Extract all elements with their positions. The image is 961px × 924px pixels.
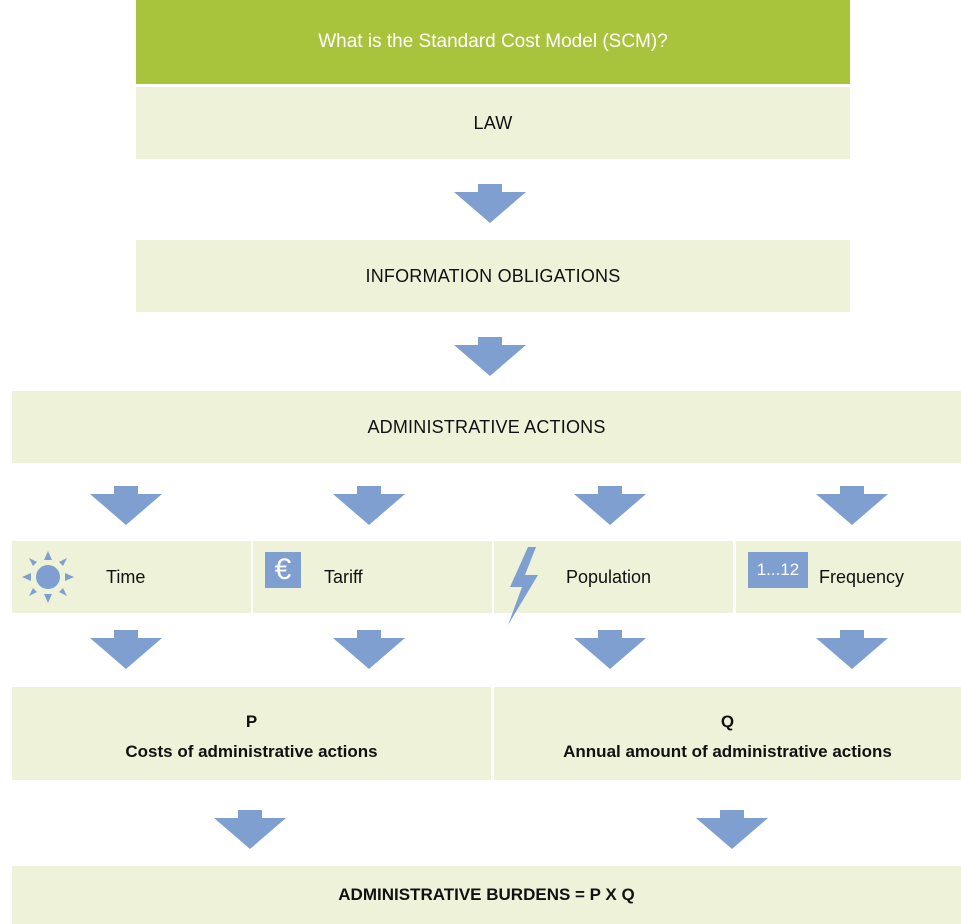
arrow-down-icon [90, 486, 162, 525]
arrow-down-icon [696, 810, 768, 849]
p-text: Costs of administrative actions [125, 742, 378, 761]
law-box: LAW [136, 87, 850, 159]
arrow-down-icon [454, 337, 526, 376]
factor-label-tariff: Tariff [324, 567, 363, 587]
administrative-actions-box: ADMINISTRATIVE ACTIONS [12, 391, 961, 463]
factor-label-frequency: Frequency [819, 567, 905, 587]
sun-icon [22, 551, 74, 608]
p-letter: P [245, 712, 258, 731]
arrow-down-icon [333, 630, 405, 669]
arrow-down-icon [574, 630, 646, 669]
information-obligations-label: INFORMATION OBLIGATIONS [365, 265, 621, 286]
diagram-title-text: What is the Standard Cost Model (SCM)? [318, 31, 668, 52]
lightning-icon [506, 547, 540, 630]
arrow-down-icon [574, 486, 646, 525]
arrow-down-icon [816, 486, 888, 525]
factor-label-time: Time [106, 567, 146, 587]
administrative-burdens-label: ADMINISTRATIVE BURDENS = P X Q [338, 885, 635, 904]
administrative-actions-label: ADMINISTRATIVE ACTIONS [367, 416, 606, 437]
administrative-burdens-box: ADMINISTRATIVE BURDENS = P X Q [12, 866, 961, 924]
arrow-down-icon [333, 486, 405, 525]
q-block: Q Annual amount of administrative action… [494, 687, 961, 780]
arrow-down-icon [454, 184, 526, 223]
q-text: Annual amount of administrative actions [563, 742, 892, 761]
factor-label-population: Population [566, 567, 652, 587]
factor-population: Population [494, 541, 733, 625]
law-label: LAW [473, 112, 513, 133]
factor-frequency: 1...12 Frequency [736, 541, 961, 613]
arrow-down-icon [214, 810, 286, 849]
diagram-title: What is the Standard Cost Model (SCM)? [136, 0, 850, 84]
q-letter: Q [720, 712, 735, 731]
factor-time: Time [12, 541, 251, 613]
arrow-down-icon [90, 630, 162, 669]
p-block: P Costs of administrative actions [12, 687, 491, 780]
information-obligations-box: INFORMATION OBLIGATIONS [136, 240, 850, 312]
euro-icon: € [265, 552, 301, 588]
factor-tariff: € Tariff [253, 541, 492, 613]
arrow-down-icon [816, 630, 888, 669]
frequency-icon: 1...12 [748, 552, 808, 588]
